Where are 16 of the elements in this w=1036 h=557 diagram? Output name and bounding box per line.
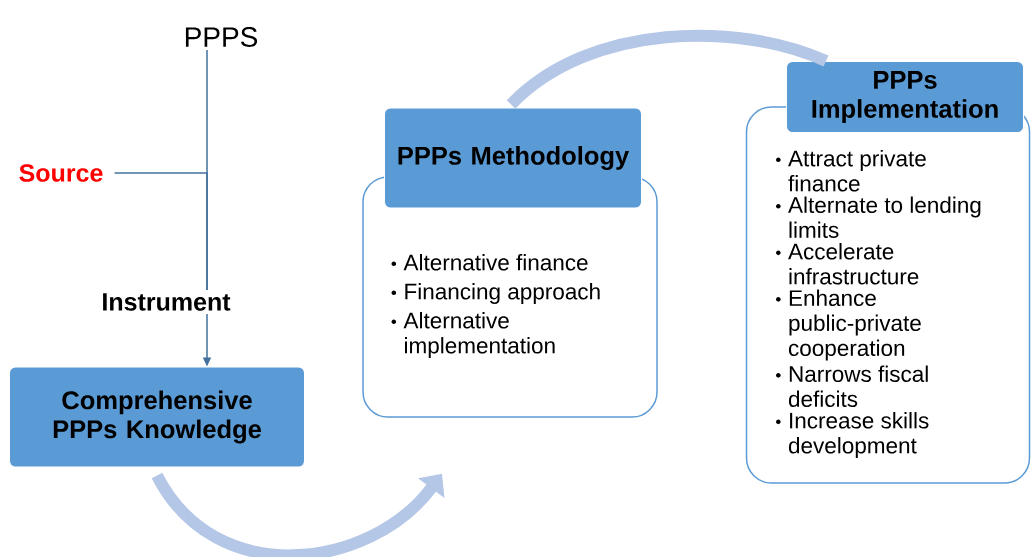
process-box: Comprehensive PPPs Knowledge xyxy=(9,366,305,468)
top-label: PPPS xyxy=(185,27,258,47)
bullet-item: Financing approach xyxy=(391,283,600,304)
bullet-item: Alternative finance xyxy=(391,254,588,271)
line-label: Instrument xyxy=(103,293,231,311)
bullet-item: Accelerate infrastructure xyxy=(776,243,919,285)
header-box: PPPs Implementation xyxy=(786,61,1024,133)
side-label: Source xyxy=(19,164,103,182)
bullet-item: Enhance public-private cooperation xyxy=(776,289,921,361)
bullet-item: Narrows fiscal deficits xyxy=(776,365,928,408)
bullet-item: Increase skills development xyxy=(776,412,929,459)
bullet-item: Alternative implementation xyxy=(391,312,555,358)
header-box: PPPs Methodology xyxy=(384,107,642,209)
bullet-item: Alternate to lending limits xyxy=(776,196,981,239)
bullet-item: Attract private finance xyxy=(776,150,926,192)
connector-line xyxy=(113,172,208,291)
